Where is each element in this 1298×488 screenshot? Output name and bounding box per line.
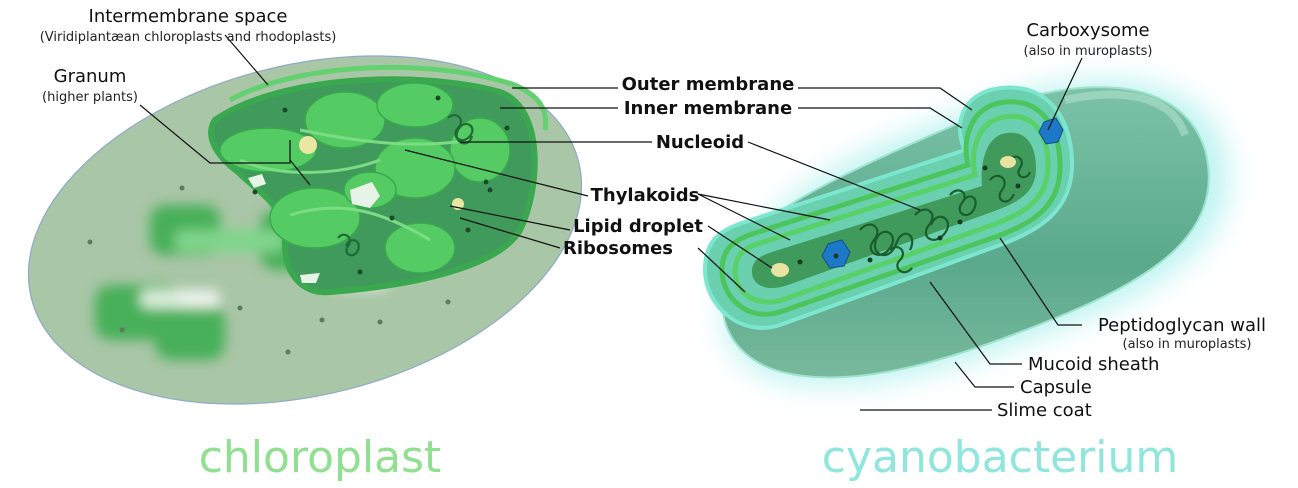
label-peptidoglycan-note: (also in muroplasts): [1123, 337, 1252, 352]
title-cyanobacterium: cyanobacterium: [822, 432, 1178, 483]
label-capsule: Capsule: [1020, 377, 1092, 398]
label-intermembrane-note: (Viridiplantæan chloroplasts and rhodopl…: [40, 30, 337, 45]
label-thylakoids: Thylakoids: [591, 185, 700, 206]
label-nucleoid: Nucleoid: [656, 132, 744, 153]
label-lipid-droplet: Lipid droplet: [573, 216, 703, 237]
label-carboxysome: Carboxysome: [1026, 20, 1149, 41]
label-granum: Granum: [54, 66, 127, 87]
label-mucoid-sheath: Mucoid sheath: [1028, 354, 1159, 375]
label-peptidoglycan-wall: Peptidoglycan wall: [1098, 315, 1266, 336]
label-outer-membrane: Outer membrane: [622, 74, 795, 95]
label-carboxysome-note: (also in muroplasts): [1024, 44, 1153, 59]
label-granum-note: (higher plants): [42, 90, 138, 105]
label-inner-membrane: Inner membrane: [624, 98, 792, 119]
label-slime-coat: Slime coat: [997, 400, 1092, 421]
label-ribosomes: Ribosomes: [563, 238, 673, 259]
title-chloroplast: chloroplast: [199, 432, 442, 483]
label-intermembrane-space: Intermembrane space: [89, 6, 288, 27]
